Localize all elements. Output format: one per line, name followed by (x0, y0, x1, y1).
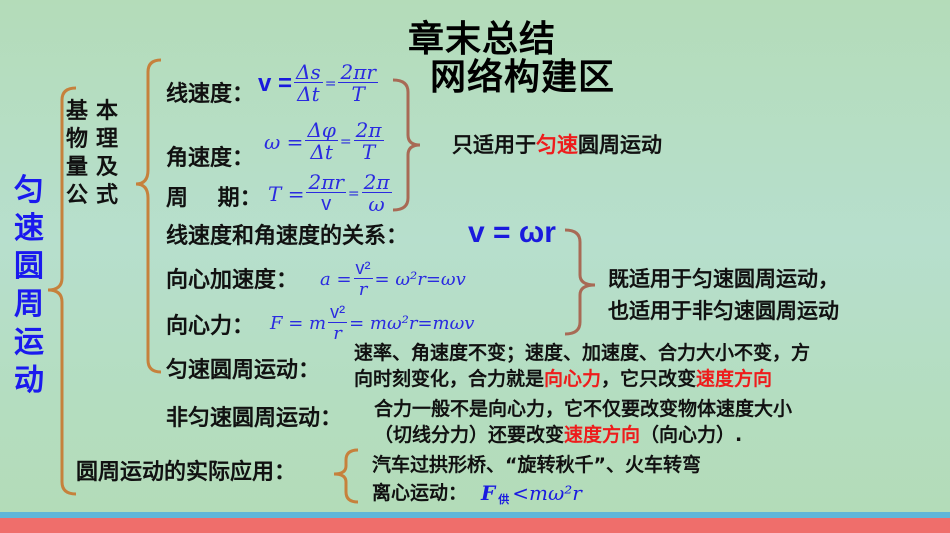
root-topic: 匀速圆周运动 (14, 173, 44, 398)
title-line2: 网络构建区 (430, 57, 616, 98)
application-label: 圆周运动的实际应用： (76, 460, 297, 485)
nonuniform-motion-line2: （切线分力）还要改变速度方向（向心力）. (374, 424, 743, 446)
linear-velocity-row: 线速度： (166, 82, 254, 108)
uniform-motion-line2: 向时刻变化，合力就是向心力，它只改变速度方向 (354, 368, 773, 390)
v-omega-relation-formula: v = ωr (468, 216, 556, 249)
highlight-velocity-direction: 速度方向 (696, 368, 773, 390)
title-line1: 章末总结 (408, 19, 557, 60)
application-item1: 汽车过拱形桥、“旋转秋千”、火车转弯 (372, 454, 701, 476)
nonuniform-motion-label: 非匀速圆周运动： (166, 406, 343, 431)
centripetal-force-label: 向心力： (166, 314, 255, 339)
footer-stripe-blue (0, 512, 950, 518)
uniform-only-brace (392, 78, 421, 212)
uniform-only-note: 只适用于匀速圆周运动 (452, 133, 662, 157)
uniform-motion-label: 匀速圆周运动： (166, 358, 321, 383)
linear-velocity-label: 线速度： (166, 82, 255, 107)
highlight-velocity-direction-2: 速度方向 (564, 424, 641, 446)
nonuniform-motion-line1: 合力一般不是向心力，它不仅要改变物体速度大小 (374, 398, 793, 420)
uniform-motion-line1: 速率、角速度不变；速度、加速度、合力大小不变，方 (354, 342, 811, 364)
v-omega-relation-label: 线速度和角速度的关系： (166, 224, 409, 249)
both-apply-note-line2: 也适用于非匀速圆周运动 (608, 299, 839, 323)
basic-group-label: 基本物理量及公式 (66, 99, 127, 208)
centripetal-accel-label: 向心加速度： (166, 268, 299, 293)
both-brace (564, 228, 596, 336)
both-apply-note-line1: 既适用于匀速圆周运动， (608, 267, 839, 291)
centrifugal-label: 离心运动： (372, 482, 468, 504)
basic-brace (135, 58, 162, 374)
highlight-centripetal-force: 向心力 (544, 368, 602, 390)
application-brace (333, 448, 359, 504)
angular-velocity-label: 角速度： (166, 146, 255, 171)
period-label: 周 期： (166, 186, 262, 211)
highlight-uniform: 匀速 (536, 133, 578, 157)
footer-stripe-red (0, 518, 950, 533)
application-item2: 离心运动： F 供 <mω²r (372, 481, 582, 506)
